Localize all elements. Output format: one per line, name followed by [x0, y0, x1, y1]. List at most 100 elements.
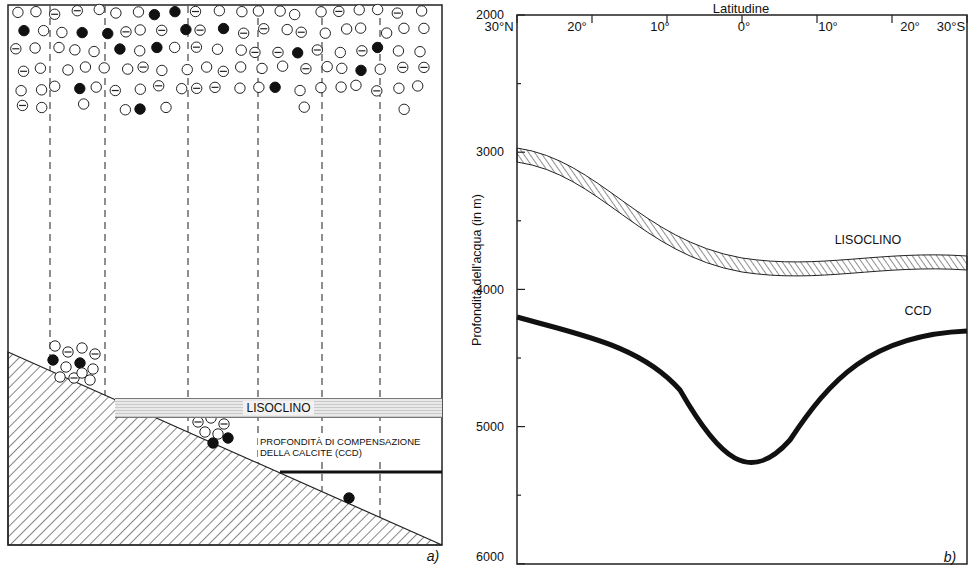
- particle: [169, 42, 179, 52]
- particle: [282, 24, 292, 34]
- particle: [237, 6, 247, 16]
- particle: [77, 343, 87, 353]
- particle: [182, 64, 192, 74]
- tick-label: 20°: [567, 20, 587, 35]
- particle: [38, 25, 48, 35]
- particle: [354, 5, 364, 15]
- particle: [121, 27, 131, 37]
- particle-mark: [260, 28, 267, 29]
- particle: [88, 364, 98, 374]
- particle: [161, 102, 171, 112]
- particle: [257, 63, 267, 73]
- particle: [210, 82, 220, 92]
- particle-mark: [221, 423, 228, 424]
- particles: [11, 4, 429, 503]
- particle: [419, 23, 429, 33]
- band-label: LISOCLINO: [243, 401, 313, 415]
- particle: [254, 82, 264, 92]
- particle: [259, 24, 269, 34]
- tick-label: 10°: [818, 20, 838, 35]
- particle: [35, 63, 45, 73]
- particle: [277, 61, 287, 71]
- particle: [344, 493, 354, 503]
- axis-title: Latitudine: [713, 2, 769, 17]
- particle: [394, 83, 404, 93]
- particle: [63, 65, 73, 75]
- particle: [355, 23, 365, 33]
- particle: [357, 46, 367, 56]
- particle: [214, 5, 224, 15]
- particle: [398, 62, 408, 72]
- particle-mark: [394, 12, 401, 13]
- particle: [80, 62, 90, 72]
- particle: [152, 42, 162, 52]
- particle: [200, 427, 210, 437]
- particle: [94, 4, 104, 14]
- particle: [289, 9, 299, 19]
- particle: [91, 82, 101, 92]
- particle: [219, 419, 229, 429]
- lysocline-band: [517, 148, 967, 276]
- particle: [218, 66, 228, 76]
- particle: [55, 372, 65, 382]
- particle: [70, 45, 80, 55]
- particle-mark: [192, 11, 199, 12]
- y-tick: [517, 426, 525, 427]
- particle: [37, 102, 47, 112]
- particle: [193, 417, 203, 427]
- tick-label: 5000: [476, 420, 504, 434]
- particle: [31, 6, 41, 16]
- axis-title: Profondità dell'acqua (in m): [470, 194, 484, 346]
- particle-mark: [274, 52, 281, 53]
- particle: [299, 102, 309, 112]
- particle: [336, 82, 346, 92]
- particle: [18, 66, 28, 76]
- particle: [13, 7, 23, 17]
- particle: [133, 7, 143, 17]
- plot-frame: [517, 15, 967, 564]
- particle: [334, 6, 344, 16]
- x-tick: [966, 15, 967, 23]
- particle-mark: [140, 67, 147, 68]
- particle-mark: [74, 10, 81, 11]
- particle: [191, 42, 201, 52]
- particle: [111, 8, 121, 18]
- particle: [181, 24, 191, 34]
- tick-label: 30°S: [937, 20, 965, 35]
- particle: [335, 47, 345, 57]
- particle-mark: [12, 48, 19, 49]
- particle: [341, 24, 351, 34]
- ccd-curve: [517, 317, 967, 463]
- particle: [48, 355, 58, 365]
- particle-mark: [240, 33, 247, 34]
- particle: [235, 62, 245, 72]
- particle: [416, 6, 426, 16]
- particle: [11, 44, 21, 54]
- lysocline-band: LISOCLINO: [115, 398, 442, 418]
- x-tick: [891, 15, 892, 23]
- particle-mark: [51, 14, 58, 15]
- particle: [138, 62, 148, 72]
- tick-label: 4000: [476, 283, 504, 297]
- particle: [63, 347, 73, 357]
- tick-label: 20°: [900, 20, 920, 35]
- tick-label: 10°: [650, 20, 670, 35]
- curve-label: CCD: [904, 304, 931, 318]
- particle-mark: [314, 49, 321, 50]
- particle: [316, 7, 326, 17]
- particle: [78, 99, 88, 109]
- particle-mark: [92, 353, 99, 354]
- particle: [17, 100, 27, 110]
- particle: [375, 64, 385, 74]
- particle: [77, 368, 87, 378]
- x-tick: [516, 15, 517, 23]
- ccd-line: [280, 471, 442, 474]
- particle-mark: [211, 87, 218, 88]
- particle: [399, 23, 409, 33]
- particle: [135, 25, 145, 35]
- particle: [50, 341, 60, 351]
- particle: [90, 349, 100, 359]
- particle: [57, 27, 67, 37]
- particle-mark: [122, 31, 129, 32]
- particle: [399, 104, 409, 114]
